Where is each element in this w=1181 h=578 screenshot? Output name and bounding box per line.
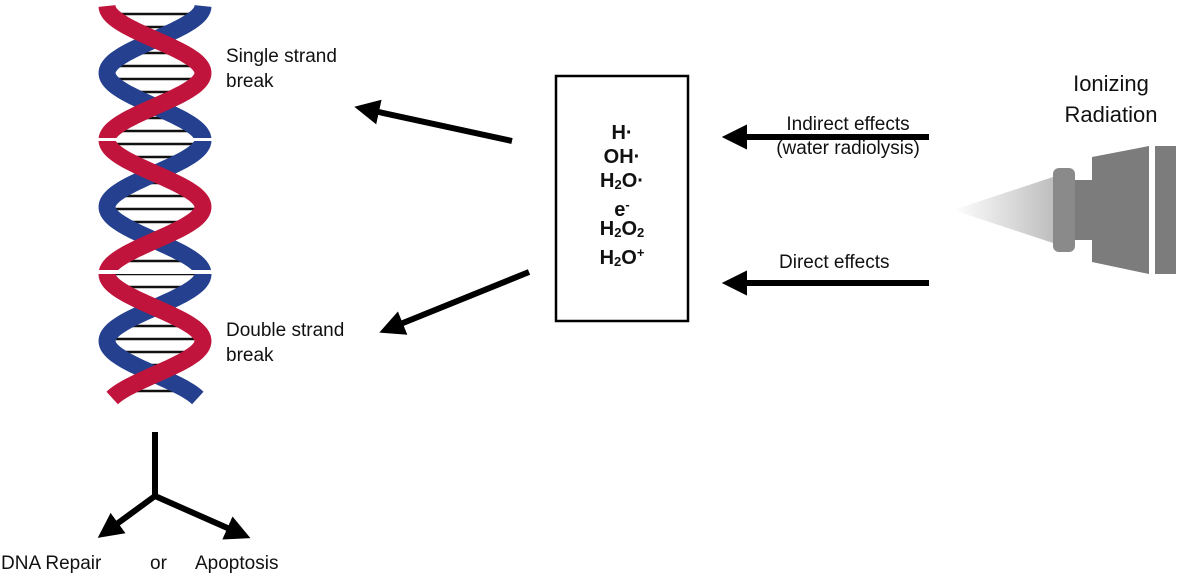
strand-break-gap <box>93 138 217 141</box>
radiation-beam <box>953 176 1056 244</box>
species-oh-radical: OH· <box>603 146 641 168</box>
outcome-branch <box>97 432 251 540</box>
arrow-to-double-strand <box>379 269 531 335</box>
ionizing-line2: Radiation <box>1064 102 1158 127</box>
emitter-lens <box>1053 168 1075 252</box>
double-strand-line1: Double strand <box>226 320 345 341</box>
indirect-line1: Indirect effects <box>786 114 910 135</box>
dna-repair-label: DNA Repair <box>1 553 102 574</box>
single-strand-line2: break <box>226 71 274 92</box>
arrow-to-single-strand <box>354 99 513 144</box>
radiation-emitter-icon <box>953 146 1176 274</box>
dna-double-helix-icon <box>93 5 217 405</box>
arrow-to-dna-repair <box>97 493 157 538</box>
species-h-radical: H· <box>611 122 633 144</box>
single-strand-break-label: Single strand break <box>226 44 337 94</box>
or-label: or <box>150 553 167 574</box>
apoptosis-label: Apoptosis <box>195 553 279 574</box>
ionizing-radiation-label: Ionizing Radiation <box>1043 68 1179 130</box>
dna-strand-blue <box>98 5 212 405</box>
species-h2o-plus: H2O+ <box>599 245 645 269</box>
species-h2o-radical: H2O· <box>600 170 644 192</box>
species-electron: e- <box>614 197 630 221</box>
arrow-to-apoptosis <box>153 493 251 540</box>
species-h2o2: H2O2 <box>599 218 645 240</box>
ionizing-line1: Ionizing <box>1073 71 1149 96</box>
indirect-line2: (water radiolysis) <box>776 138 920 159</box>
dna-base-pairs <box>107 12 203 393</box>
double-strand-break-label: Double strand break <box>226 318 344 368</box>
direct-effects-label: Direct effects <box>779 252 890 273</box>
dna-strand-red <box>98 5 212 405</box>
indirect-effects-label: Indirect effects (water radiolysis) <box>748 113 948 161</box>
emitter-body <box>1075 146 1149 274</box>
double-strand-line2: break <box>226 345 274 366</box>
radical-species-box <box>554 74 690 323</box>
strand-break-gap <box>93 270 217 274</box>
single-strand-line1: Single strand <box>226 46 337 67</box>
dna-strands <box>93 5 217 405</box>
radical-species-list: H· OH· H2O· e- H2O2 H2O+ <box>556 121 688 269</box>
emitter-back-plate <box>1155 146 1176 274</box>
